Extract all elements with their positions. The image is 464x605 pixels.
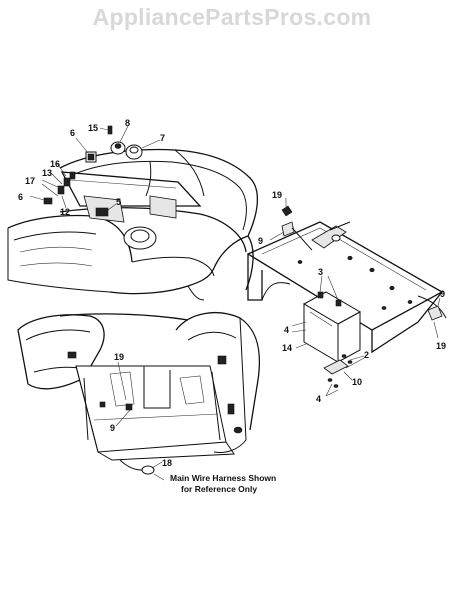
callout-17: 17 bbox=[25, 176, 35, 186]
callout-18: 18 bbox=[162, 458, 172, 468]
callout-14: 14 bbox=[282, 343, 292, 353]
reference-note: Main Wire Harness Shown for Reference On… bbox=[170, 473, 276, 494]
callout-4-lower: 4 bbox=[316, 394, 321, 404]
callout-6-left: 6 bbox=[18, 192, 23, 202]
callout-10: 10 bbox=[352, 377, 362, 387]
callout-19-top: 19 bbox=[272, 190, 282, 200]
battery-frame-assembly bbox=[246, 198, 447, 397]
callout-8: 8 bbox=[125, 118, 130, 128]
callout-4-upper: 4 bbox=[284, 325, 289, 335]
callout-16: 16 bbox=[50, 159, 60, 169]
callout-19-right: 19 bbox=[436, 341, 446, 351]
callout-7: 7 bbox=[160, 133, 165, 143]
callout-9-right: 9 bbox=[258, 236, 263, 246]
callout-6-top: 6 bbox=[70, 128, 75, 138]
lower-frame-assembly bbox=[17, 312, 261, 481]
callout-9-lower: 9 bbox=[110, 423, 115, 433]
callout-labels: 6 15 8 7 16 13 17 12 6 5 19 9 3 9 4 19 1… bbox=[18, 118, 446, 468]
callout-3: 3 bbox=[318, 267, 323, 277]
callout-13: 13 bbox=[42, 168, 52, 178]
watermark: AppliancePartsPros.com bbox=[92, 4, 372, 30]
callout-5: 5 bbox=[116, 197, 121, 207]
note-line-1: Main Wire Harness Shown bbox=[170, 473, 276, 483]
callout-15: 15 bbox=[88, 123, 98, 133]
callout-9-side: 9 bbox=[440, 289, 445, 299]
callout-19-lower: 19 bbox=[114, 352, 124, 362]
callout-12: 12 bbox=[60, 207, 70, 217]
note-line-2: for Reference Only bbox=[181, 484, 257, 494]
callout-2: 2 bbox=[364, 350, 369, 360]
upper-fender-assembly bbox=[7, 125, 259, 301]
